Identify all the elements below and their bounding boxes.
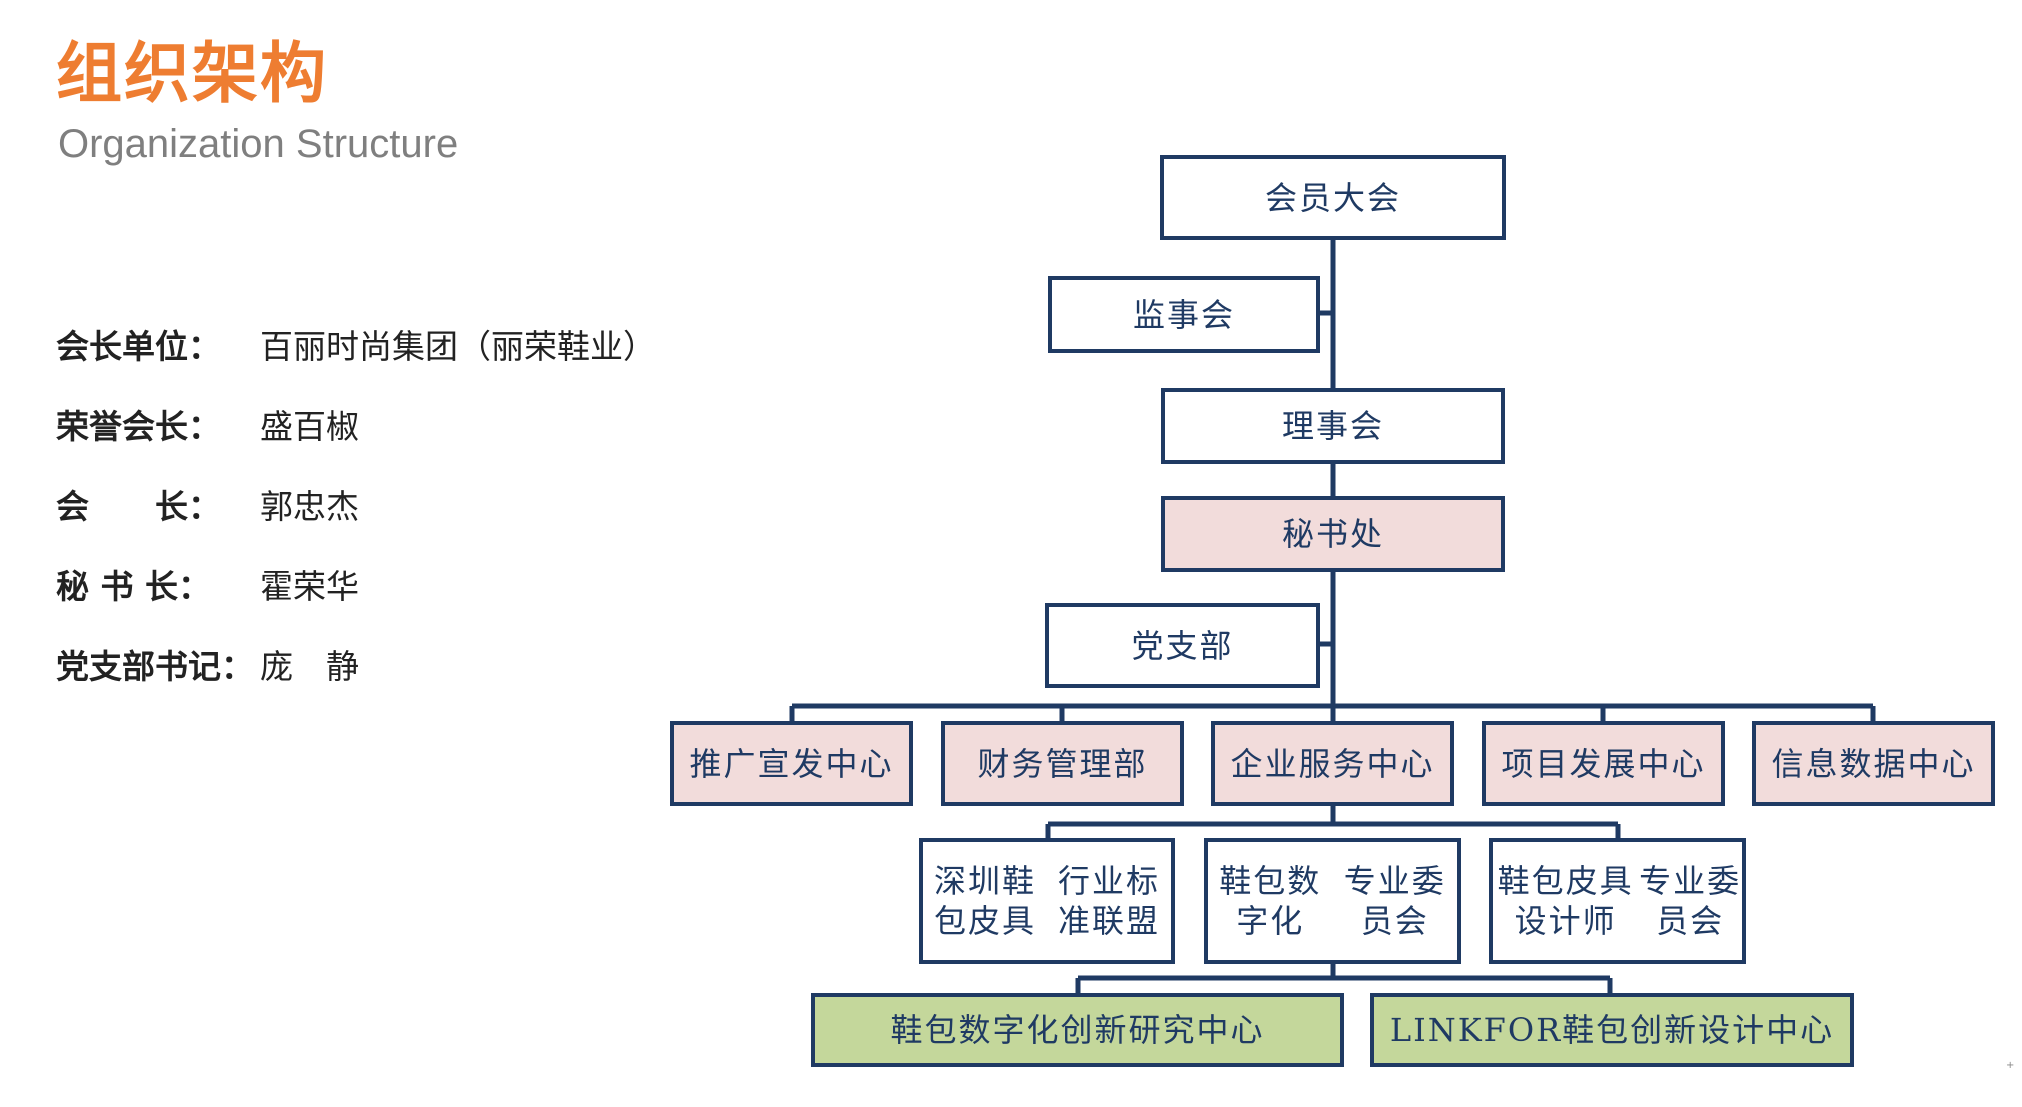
- org-node-party: 党支部: [1045, 603, 1320, 688]
- info-value: 百丽时尚集团（丽荣鞋业）: [260, 327, 656, 366]
- committee-line: 深圳鞋包皮具: [933, 862, 1036, 940]
- org-node-assembly: 会员大会: [1160, 155, 1506, 240]
- info-label: 秘 书 长：: [56, 567, 211, 606]
- info-label: 会长单位：: [56, 327, 221, 366]
- info-value: 霍荣华: [260, 567, 359, 606]
- page-title: 组织架构: [56, 35, 328, 112]
- org-node-committee: 鞋包皮具设计师 专业委员会: [1489, 838, 1746, 964]
- committee-line: 鞋包数字化: [1219, 862, 1322, 940]
- committee-line: 鞋包皮具设计师: [1497, 862, 1634, 940]
- info-label: 党支部书记：: [56, 647, 254, 686]
- org-node-center: 鞋包数字化创新研究中心: [811, 993, 1344, 1067]
- info-label: 荣誉会长：: [56, 407, 221, 446]
- committee-line: 行业标准联盟: [1057, 862, 1160, 940]
- org-node-council: 理事会: [1161, 388, 1505, 464]
- committee-line: 专业委员会: [1639, 862, 1742, 940]
- committee-line: 专业委员会: [1343, 862, 1446, 940]
- info-value: 盛百椒: [260, 407, 359, 446]
- org-node-dept: 项目发展中心: [1482, 721, 1725, 806]
- page-subtitle: Organization Structure: [58, 122, 459, 166]
- corner-mark: +: [2006, 1060, 2015, 1071]
- org-node-dept: 企业服务中心: [1211, 721, 1454, 806]
- org-node-committee: 鞋包数字化 专业委员会: [1204, 838, 1461, 964]
- org-node-committee: 深圳鞋包皮具 行业标准联盟: [919, 838, 1175, 964]
- org-node-dept: 信息数据中心: [1752, 721, 1995, 806]
- info-value: 庞 静: [260, 647, 359, 686]
- org-node-center: LINKFOR鞋包创新设计中心: [1370, 993, 1854, 1067]
- info-label: 会 长：: [56, 487, 221, 526]
- org-node-dept: 推广宣发中心: [670, 721, 913, 806]
- info-value: 郭忠杰: [260, 487, 359, 526]
- org-node-secretariat: 秘书处: [1161, 496, 1505, 572]
- org-node-supervisory: 监事会: [1048, 276, 1320, 353]
- org-node-dept: 财务管理部: [941, 721, 1184, 806]
